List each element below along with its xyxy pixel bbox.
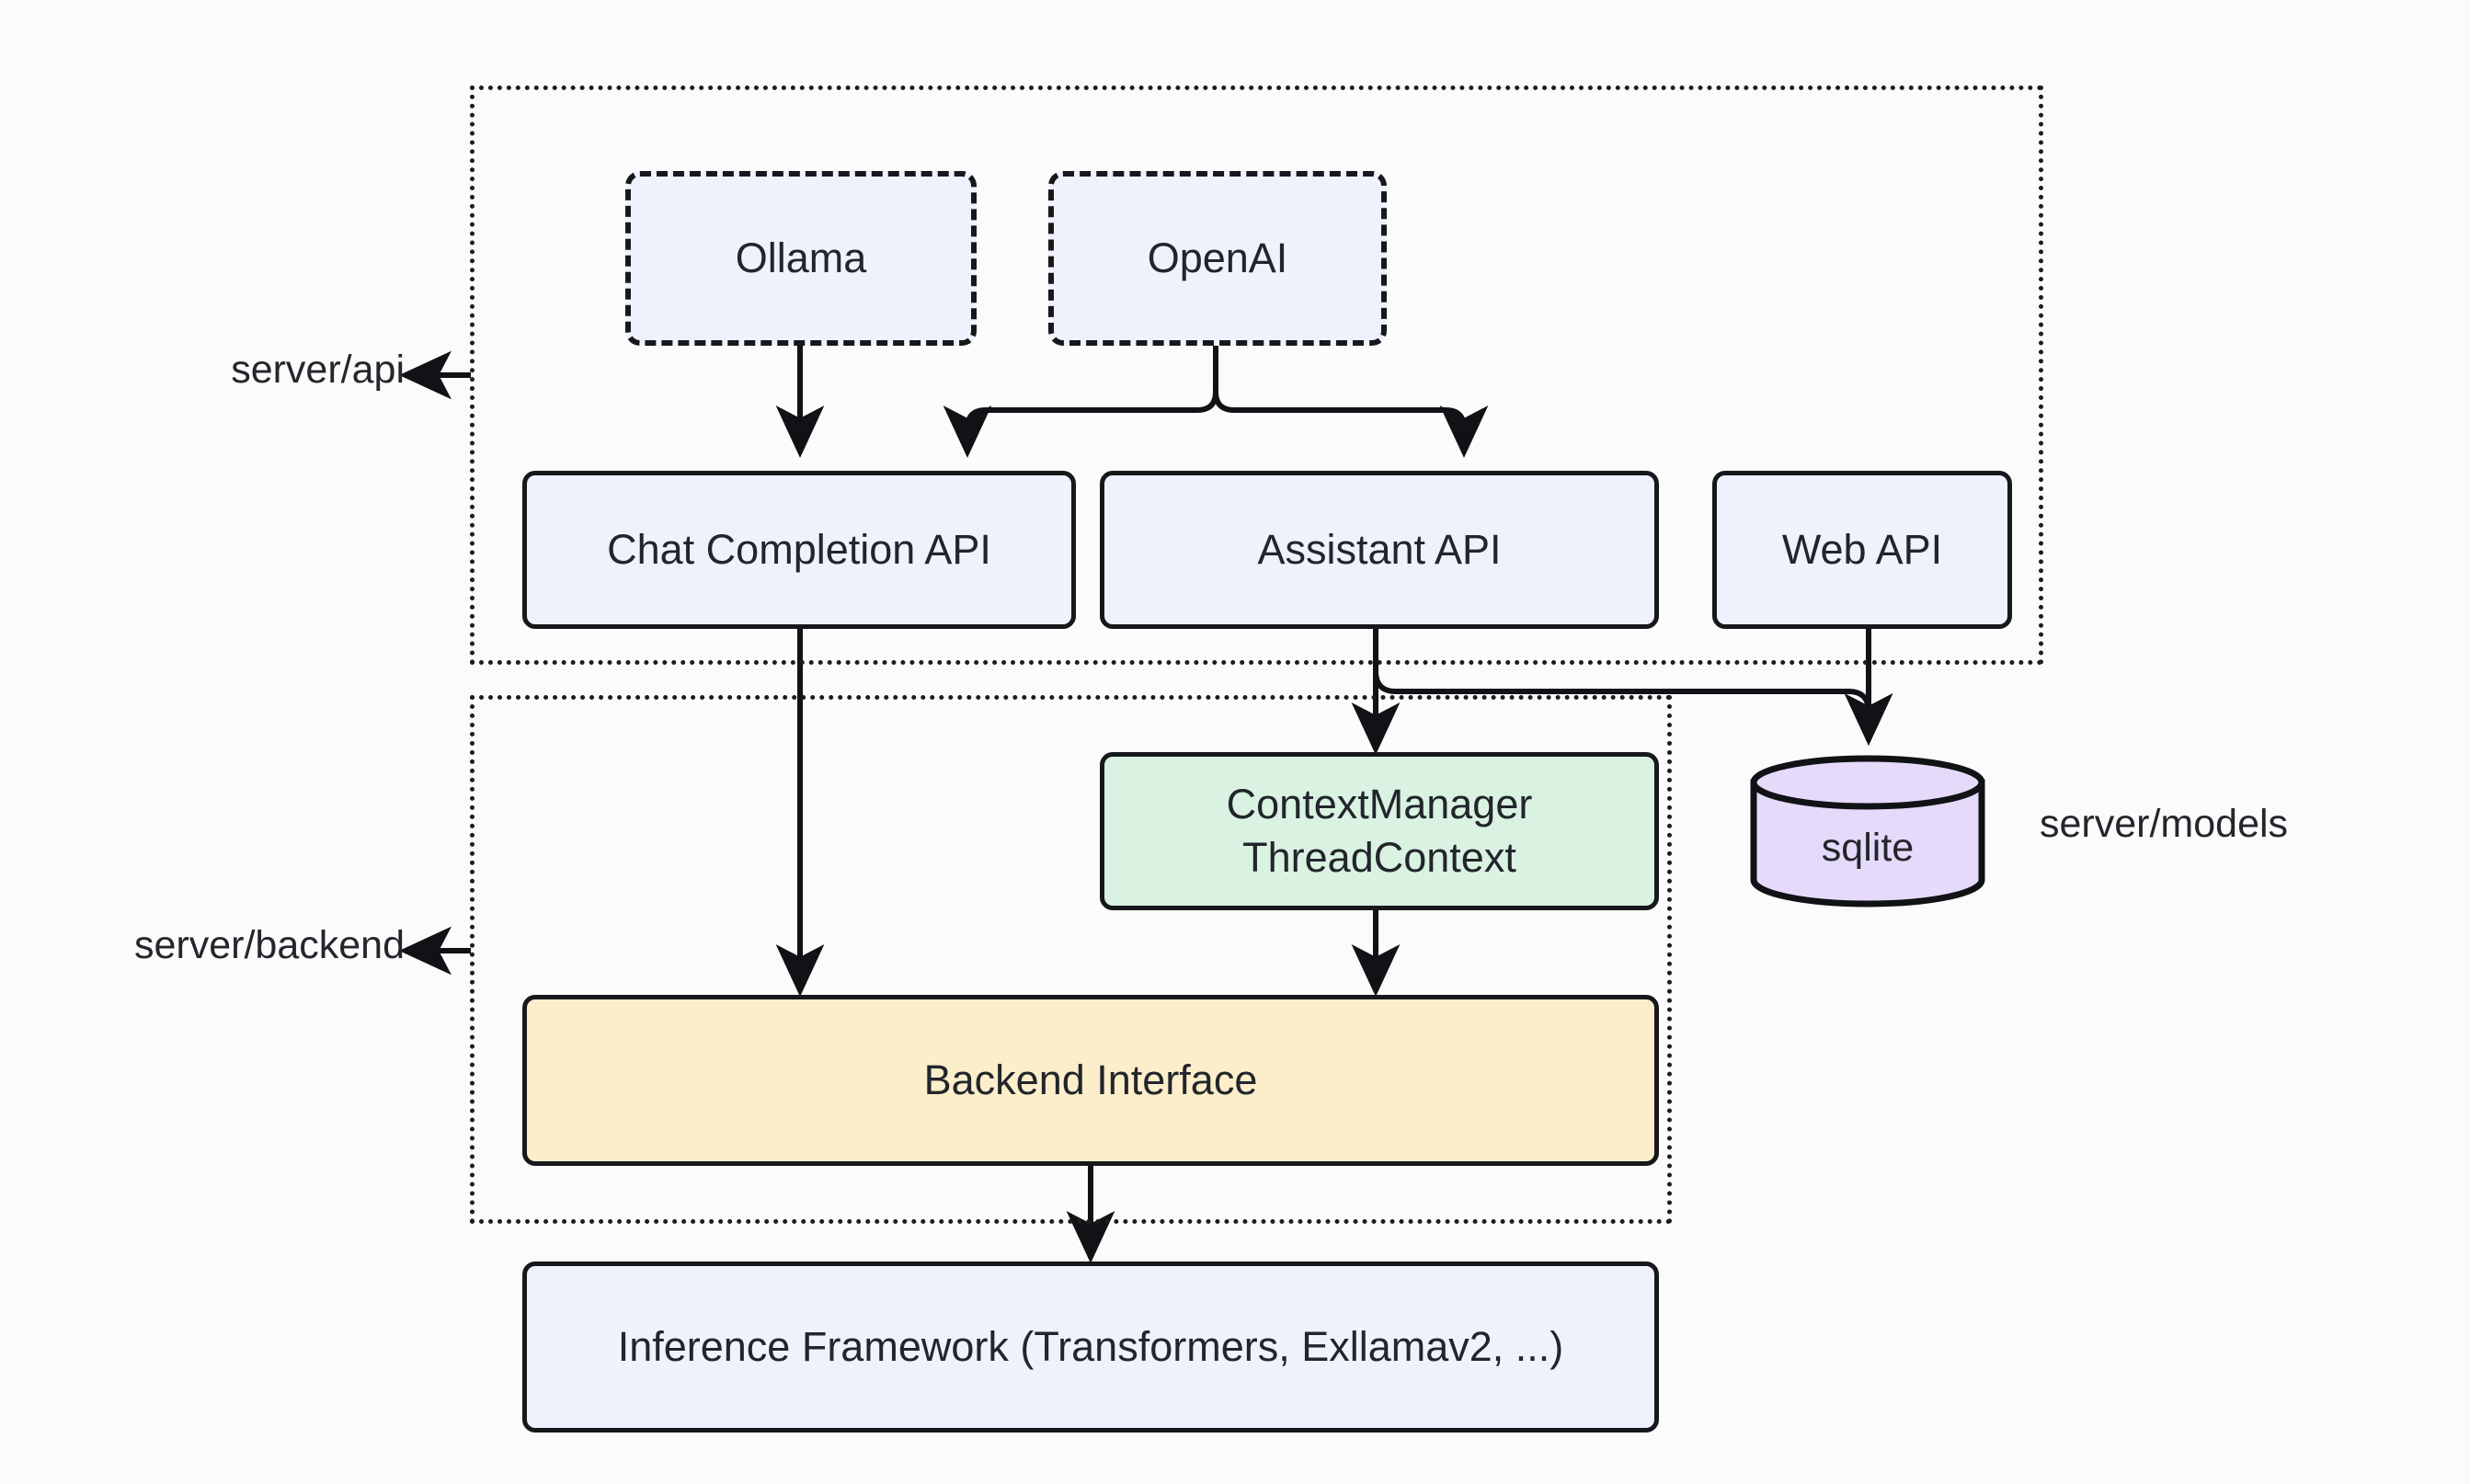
node-inference-framework-label: Inference Framework (Transformers, Exlla…	[617, 1323, 1564, 1371]
node-backend-interface[interactable]: Backend Interface	[522, 995, 1659, 1166]
node-ollama-label: Ollama	[735, 234, 867, 282]
group-label-server-backend: server/backend	[134, 923, 405, 967]
group-label-server-api: server/api	[231, 348, 405, 392]
group-server-api	[470, 86, 2043, 665]
group-server-backend	[470, 695, 1672, 1224]
node-openai[interactable]: OpenAI	[1048, 171, 1387, 346]
node-assistant-api-label: Assistant API	[1257, 526, 1502, 574]
node-sqlite-cylinder[interactable]: sqlite	[1749, 754, 1986, 908]
node-openai-label: OpenAI	[1147, 234, 1288, 282]
node-web-api-label: Web API	[1781, 526, 1943, 574]
node-chat-completion-api-label: Chat Completion API	[607, 526, 991, 574]
node-inference-framework[interactable]: Inference Framework (Transformers, Exlla…	[522, 1261, 1659, 1433]
node-web-api[interactable]: Web API	[1712, 471, 2012, 629]
node-ollama[interactable]: Ollama	[625, 171, 977, 346]
node-context-manager-label: ContextManager ThreadContext	[1226, 781, 1533, 881]
node-chat-completion-api[interactable]: Chat Completion API	[522, 471, 1076, 629]
label-server-models: server/models	[2040, 802, 2289, 846]
node-sqlite-label: sqlite	[1821, 826, 1915, 870]
node-backend-interface-label: Backend Interface	[923, 1056, 1258, 1104]
database-icon	[1750, 755, 1985, 908]
node-context-manager[interactable]: ContextManager ThreadContext	[1100, 752, 1659, 910]
node-assistant-api[interactable]: Assistant API	[1100, 471, 1659, 629]
